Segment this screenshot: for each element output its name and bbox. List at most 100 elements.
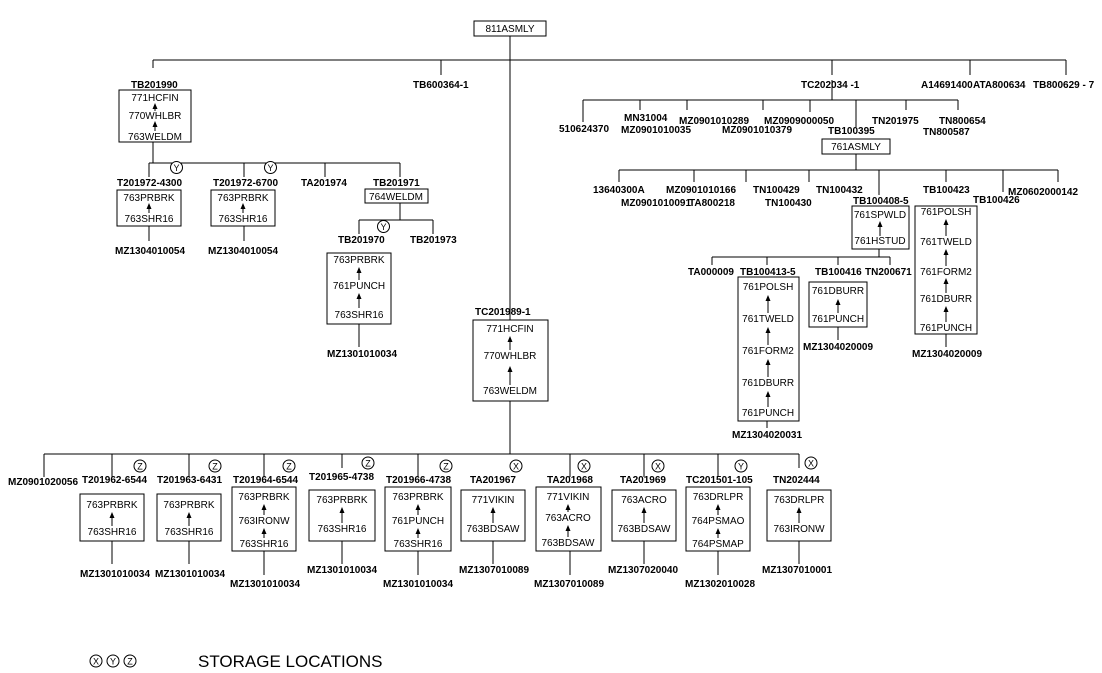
legend-marker-z: Z (123, 654, 137, 668)
op-code: 763SHR16 (125, 214, 174, 225)
part-label: MZ0602000142 (1008, 187, 1078, 198)
op-code: 771HCFIN (486, 324, 533, 335)
bottom-row-markers: Z Z Z Z Z X X X Y X (133, 456, 818, 473)
part-label: 13640300A (593, 185, 645, 196)
ta201967-stack: 771VIKIN 763BDSAW (460, 489, 526, 542)
op-code: 761POLSH (743, 282, 794, 293)
tb201990-children: Y Y T201972-4300 T201972-6700 TA201974 T… (117, 161, 420, 189)
op-code: 763BDSAW (467, 524, 521, 535)
op-code: 761PUNCH (333, 281, 385, 292)
op-code: 763SHR16 (394, 539, 443, 550)
svg-text:Y: Y (173, 163, 179, 173)
tb100416-stack: 761DBURR 761PUNCH (808, 281, 868, 328)
part-label: MZ1307010089 (459, 565, 529, 576)
part-label: MZ1301010034 (80, 569, 150, 580)
part-label: ATA800634 (973, 80, 1026, 91)
part-label: MZ1307020040 (608, 565, 678, 576)
tb201970-stack: 763PRBRK 761PUNCH 763SHR16 (326, 252, 392, 325)
op-code: 763SHR16 (219, 214, 268, 225)
level1-labels: TB201990 TB600364-1 TC202034 -1 A1469140… (131, 80, 1095, 91)
part-label: MZ0901010289 (679, 116, 749, 127)
legend-text: STORAGE LOCATIONS (198, 652, 383, 671)
t201972-4300-stack: 763PRBRK 763SHR16 (116, 189, 182, 227)
part-label: TB100395 (828, 126, 875, 137)
part-label: MZ0901010166 (666, 185, 736, 196)
t201972-6700-stack: 763PRBRK 763SHR16 (210, 189, 276, 227)
op-code: 763SHR16 (165, 527, 214, 538)
part-label: TN800587 (923, 127, 970, 138)
part-label: MZ0901020056 (8, 477, 78, 488)
op-code: 761TWELD (742, 314, 794, 325)
part-label: TN202444 (773, 475, 820, 486)
t201964-stack: 763PRBRK 763IRONW 763SHR16 (231, 486, 297, 552)
op-code: 771VIKIN (547, 492, 590, 503)
part-label: MN31004 (624, 113, 668, 124)
part-label: MZ1304020009 (803, 342, 873, 353)
tb201990-stack: 771HCFIN 770WHLBR 763WELDM (118, 89, 192, 143)
svg-text:Z: Z (365, 459, 371, 469)
op-code: 763WELDM (483, 386, 537, 397)
op-code: 761DBURR (812, 286, 864, 297)
root-label: 811ASMLY (485, 24, 534, 35)
part-label: TA201968 (547, 475, 593, 486)
part-label: TC201501-105 (686, 475, 753, 486)
op-code: 761FORM2 (920, 267, 972, 278)
asmly761-node: 761ASMLY (821, 138, 891, 155)
storage-marker: Z (439, 459, 453, 473)
part-label: T201966-4738 (386, 475, 451, 486)
part-label: MZ1301010034 (383, 579, 453, 590)
storage-marker: Z (361, 456, 375, 470)
part-label: MZ1302010028 (685, 579, 755, 590)
part-label: MZ1307010089 (534, 579, 604, 590)
op-code: 771VIKIN (472, 495, 515, 506)
legend: X Y Z STORAGE LOCATIONS (89, 652, 383, 671)
storage-marker: X (651, 459, 665, 473)
storage-marker: Z (282, 459, 296, 473)
svg-text:Y: Y (267, 163, 273, 173)
part-label: A14691400 (921, 80, 973, 91)
part-label: MZ1301010034 (327, 349, 397, 360)
tb201971-children: Y TB201970 TB201973 (338, 220, 457, 246)
part-label: MZ1301010034 (307, 565, 377, 576)
part-label: TB100426 (973, 195, 1020, 206)
part-label: TC202034 -1 (801, 80, 860, 91)
part-label: TA201969 (620, 475, 666, 486)
weldm764-node: 764WELDM (364, 188, 429, 204)
part-label: TB201970 (338, 235, 385, 246)
op-code: 763BDSAW (542, 538, 596, 549)
op-code: 764PSMAO (692, 516, 745, 527)
part-label: TN201975 (872, 116, 919, 127)
tb100423-stack: 761POLSH 761TWELD 761FORM2 761DBURR 761P… (914, 205, 978, 335)
storage-marker: Y (170, 161, 183, 174)
part-label: T201972-6700 (213, 178, 278, 189)
op-code: 761PUNCH (392, 516, 444, 527)
connector-lines (43, 36, 1067, 575)
part-label: TB201990 (131, 80, 178, 91)
op-code: 763PRBRK (316, 495, 367, 506)
op-code: 761HSTUD (854, 236, 905, 247)
part-label: TB600364-1 (413, 80, 469, 91)
op-code: 763PRBRK (392, 492, 443, 503)
op-code: 763ACRO (545, 513, 591, 524)
bottom-mz-labels: MZ1301010034 MZ1301010034 MZ1301010034 M… (80, 565, 832, 590)
part-label: T201972-4300 (117, 178, 182, 189)
op-code: 770WHLBR (484, 351, 537, 362)
legend-marker-y: Y (106, 654, 120, 668)
storage-marker: X (577, 459, 591, 473)
op-code: 764WELDM (369, 192, 423, 203)
op-code: 763IRONW (238, 516, 290, 527)
part-label: T201965-4738 (309, 472, 374, 483)
op-code: 761ASMLY (831, 142, 881, 153)
part-label: MZ0909000050 (764, 116, 834, 127)
tb100413-stack: 761POLSH 761TWELD 761FORM2 761DBURR 761P… (737, 276, 800, 422)
storage-marker: Y (264, 161, 277, 174)
part-label: TB100413-5 (740, 267, 796, 278)
t201965-stack: 763PRBRK 763SHR16 (308, 489, 376, 542)
op-code: 763PRBRK (333, 255, 384, 266)
svg-text:X: X (808, 459, 814, 469)
op-code: 761DBURR (742, 378, 794, 389)
op-code: 761PUNCH (920, 323, 972, 334)
op-code: 763DRLPR (774, 495, 825, 506)
op-code: 761FORM2 (742, 346, 794, 357)
t201966-stack: 763PRBRK 761PUNCH 763SHR16 (384, 486, 452, 552)
